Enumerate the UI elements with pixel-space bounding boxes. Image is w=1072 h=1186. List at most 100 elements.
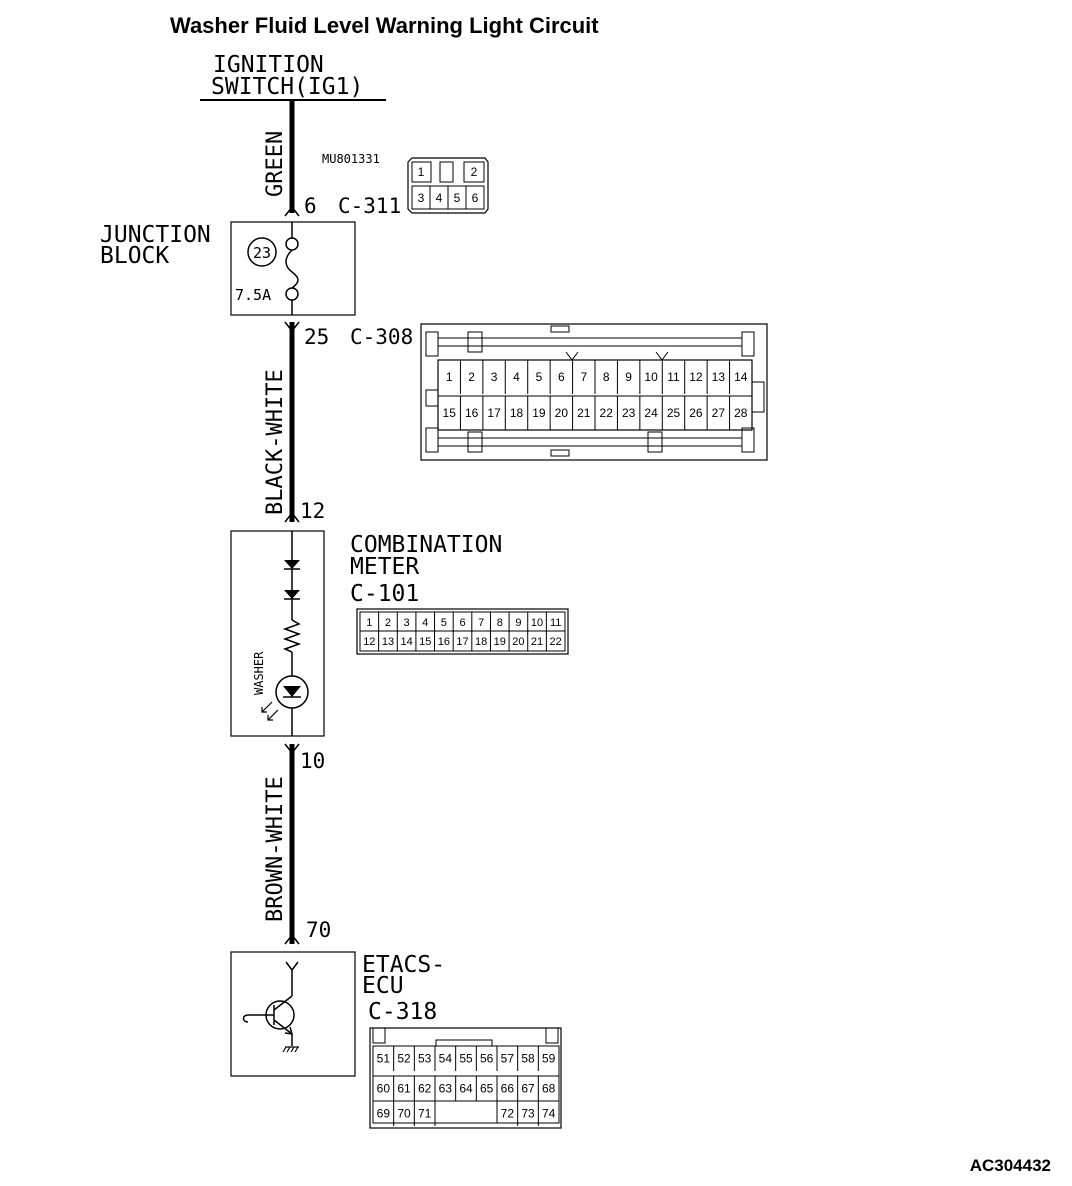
connector-c311-face: 1 2 3 4 5 6 [407,157,489,214]
c101-pin-14: 14 [400,636,412,648]
c101-pin-17: 17 [456,636,468,648]
c308-pin-2: 2 [468,370,475,384]
c308-pin-25: 25 [667,406,681,420]
c318-pin-63: 63 [439,1082,453,1096]
ecu-pin: 70 [306,918,331,942]
c101-pin-12: 12 [363,636,375,648]
c318-pin-60: 60 [377,1082,391,1096]
connector-c308-label: C-308 [350,325,413,349]
c308-pin-24: 24 [644,406,658,420]
c308-pin-7: 7 [580,370,587,384]
c308-pin-9: 9 [625,370,632,384]
c308-pin-19: 19 [532,406,546,420]
diode-2-icon [284,590,300,600]
c318-pin-54: 54 [439,1052,453,1066]
figure-code: AC304432 [970,1156,1051,1175]
fuse-number-badge [247,237,277,267]
c101-pin-16: 16 [438,636,450,648]
warning-led-icon [275,675,309,709]
connector-c318-label: C-318 [368,999,437,1025]
combination-meter-label-2: METER [350,554,419,580]
c318-pin-69: 69 [377,1107,391,1121]
ignition-switch-label-1: IGNITION [213,52,324,78]
c318-pin-72: 72 [501,1107,515,1121]
etacs-ecu-label-1: ETACS- [362,952,445,978]
combination-meter-label-1: COMBINATION [350,532,502,558]
fuse-rating: 7.5A [235,286,271,304]
junction-pin-out: 25 [304,325,329,349]
c308-pin-22: 22 [600,406,614,420]
transistor-icon [242,961,299,1046]
c101-pin-9: 9 [515,617,521,629]
c308-pin-3: 3 [491,370,498,384]
c308-pin-20: 20 [555,406,569,420]
c101-pin-5: 5 [441,617,447,629]
meter-pin-out: 10 [300,749,325,773]
c318-pin-68: 68 [542,1082,556,1096]
c318-pin-52: 52 [397,1052,411,1066]
c101-pin-7: 7 [478,617,484,629]
connector-c101-label: C-101 [350,581,419,607]
wire-color-label-green: GREEN [263,131,288,197]
c101-pin-19: 19 [494,636,506,648]
c311-pin-3: 3 [418,191,425,205]
c101-pin-2: 2 [385,617,391,629]
c318-pin-55: 55 [459,1052,473,1066]
meter-pin-in: 12 [300,499,325,523]
c101-pin-22: 22 [550,636,562,648]
c318-pin-53: 53 [418,1052,432,1066]
c101-pin-20: 20 [512,636,524,648]
diode-1-icon [284,560,300,570]
c308-pin-15: 15 [443,406,457,420]
c318-pin-64: 64 [459,1082,473,1096]
c311-pin-2: 2 [471,165,478,179]
c101-pin-1: 1 [366,617,372,629]
combination-meter-box [230,530,325,737]
c101-pin-6: 6 [459,617,465,629]
c308-pin-4: 4 [513,370,520,384]
resistor-icon [282,619,302,653]
fuse-terminal-bottom [285,287,299,301]
fuse-terminal-top [285,237,299,251]
etacs-ecu-box [230,951,356,1077]
junction-block-label-2: BLOCK [100,243,169,269]
c101-pin-8: 8 [497,617,503,629]
c308-pin-21: 21 [577,406,591,420]
c308-pin-12: 12 [689,370,703,384]
c308-pin-8: 8 [603,370,610,384]
c308-pin-26: 26 [689,406,703,420]
fuse-number: 23 [253,244,271,262]
c101-pin-3: 3 [404,617,410,629]
c308-pin-13: 13 [712,370,726,384]
c318-pin-51: 51 [377,1052,391,1066]
c318-pin-58: 58 [521,1052,535,1066]
c308-pin-10: 10 [644,370,658,384]
c318-pin-71: 71 [418,1107,432,1121]
c308-pin-28: 28 [734,406,748,420]
c101-pin-15: 15 [419,636,431,648]
c101-pin-18: 18 [475,636,487,648]
c308-pin-1: 1 [446,370,453,384]
c318-pin-56: 56 [480,1052,494,1066]
c101-pin-4: 4 [422,617,428,629]
c318-pin-65: 65 [480,1082,494,1096]
c308-pin-23: 23 [622,406,636,420]
c101-pin-11: 11 [550,617,561,629]
junction-block-box [230,221,356,316]
junction-block-label-1: JUNCTION [100,222,211,248]
junction-pin-in: 6 [304,194,317,218]
c308-pin-16: 16 [465,406,479,420]
ground-icon [282,1046,299,1053]
c311-pin-6: 6 [472,191,479,205]
etacs-ecu-label-2: ECU [362,973,404,999]
c308-pin-14: 14 [734,370,748,384]
c318-pin-61: 61 [397,1082,411,1096]
c318-pin-74: 74 [542,1107,556,1121]
ignition-switch-label-2: SWITCH(IG1) [211,74,363,100]
c308-pin-11: 11 [667,370,680,384]
c101-pin-21: 21 [531,636,543,648]
